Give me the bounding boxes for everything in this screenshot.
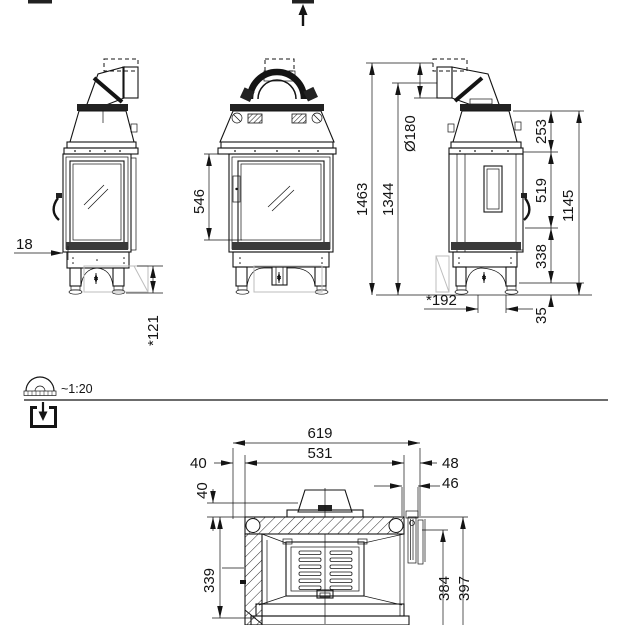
dimension-pedestal-height: *121 [126, 265, 163, 346]
dimension-door-offset: 46 [374, 475, 459, 516]
dimension-gap-rear: 40 [194, 482, 298, 531]
flue-elbow [432, 58, 501, 108]
grate [285, 541, 365, 597]
header-icons [28, 0, 314, 26]
air-vent [247, 113, 263, 124]
dim-depth-to-door-label: 384 [436, 576, 453, 601]
dim-base-height-label: 338 [533, 244, 550, 269]
dim-overall-depth-label: 397 [456, 576, 473, 601]
dim-overall-height-label: 1463 [354, 183, 371, 216]
dimension-overall-width: 619 [232, 425, 421, 519]
flue-elbow [85, 58, 139, 108]
front-center-view: 546 [191, 58, 337, 295]
dim-gap-left-label: 40 [190, 455, 207, 472]
dim-gap-right-label: 48 [442, 455, 459, 472]
base-legs [232, 251, 330, 295]
dim-body-height-label: 1145 [560, 190, 577, 222]
grate-handle [316, 589, 334, 599]
hood [447, 98, 524, 155]
scale-label: ~1:20 [61, 382, 93, 396]
side-window [483, 165, 503, 213]
base-legs [435, 251, 519, 295]
dim-glass-height-label: 546 [191, 189, 208, 214]
sheet-corner-icon [28, 0, 52, 4]
optional-pedestal-ghost [253, 265, 323, 293]
flue-elbow-front [239, 58, 318, 102]
firebox-door [228, 153, 334, 253]
hood [217, 104, 337, 155]
scale-row: ~1:20 [23, 376, 608, 428]
dim-wall-offset-label: 18 [16, 236, 33, 253]
dimension-flue-axis-height: 1344 [380, 82, 437, 295]
dimension-overall-depth: 397 [408, 516, 473, 625]
dimension-overall-height: 1463 [354, 62, 433, 295]
firebox-chamber-plan [250, 533, 410, 625]
optional-pedestal-ghost [83, 265, 149, 293]
left-wall-section [244, 533, 263, 625]
rear-wall-section [244, 516, 405, 535]
dimension-gap-right: 48 [420, 455, 459, 472]
firebox-door [52, 153, 137, 253]
protractor-icon [23, 376, 57, 396]
handle-bracket [56, 193, 62, 198]
dimension-foot-spacing: *192 [424, 292, 533, 313]
dimension-gap-left: 40 [190, 455, 233, 472]
front-frame [255, 603, 405, 617]
door-handle [523, 197, 531, 221]
view-direction-arrow-icon [292, 0, 314, 26]
plan-view: 619 531 40 48 46 40 [190, 425, 473, 625]
dim-body-width-label: 531 [307, 445, 332, 462]
door-edge-plan [405, 510, 426, 565]
grate-slots [298, 550, 353, 590]
wall-tab [240, 580, 246, 584]
handle-bracket [521, 193, 527, 198]
front-left-view: 18 *121 [14, 58, 163, 346]
dim-door-offset-label: 46 [442, 475, 459, 492]
dimension-depth-to-door: 384 [422, 529, 453, 625]
dim-hood-height-label: 253 [533, 119, 550, 144]
door-latch [232, 175, 241, 203]
dim-foot-spacing-label: *192 [426, 292, 457, 309]
dimension-body-depth: 339 [201, 517, 256, 619]
dimension-chain-right: 253 519 338 35 1145 [513, 110, 584, 324]
body-side [448, 153, 531, 253]
dim-flue-diameter-label: Ø180 [402, 115, 419, 152]
dimension-wall-offset: 18 [14, 236, 69, 260]
dim-pedestal-height-label: *121 [145, 315, 162, 346]
dim-body-depth-label: 339 [201, 568, 218, 593]
hood [63, 104, 139, 155]
dimension-flue-diameter: Ø180 [402, 63, 437, 152]
dim-floor-clearance-label: 35 [533, 307, 550, 324]
dim-gap-rear-label: 40 [194, 482, 211, 499]
air-vent [291, 113, 307, 124]
plan-view-icon [30, 402, 57, 428]
dim-door-section-height-label: 519 [533, 178, 550, 203]
dimension-glass-height: 546 [191, 153, 242, 241]
dim-overall-width-label: 619 [307, 425, 332, 442]
door-handle [52, 197, 60, 221]
dim-flue-axis-height-label: 1344 [380, 183, 397, 216]
dimension-body-width: 531 [244, 445, 405, 517]
optional-pedestal-ghost [435, 255, 450, 293]
side-view: 1463 1344 Ø180 253 519 338 35 [354, 58, 592, 324]
base-legs [66, 251, 149, 295]
